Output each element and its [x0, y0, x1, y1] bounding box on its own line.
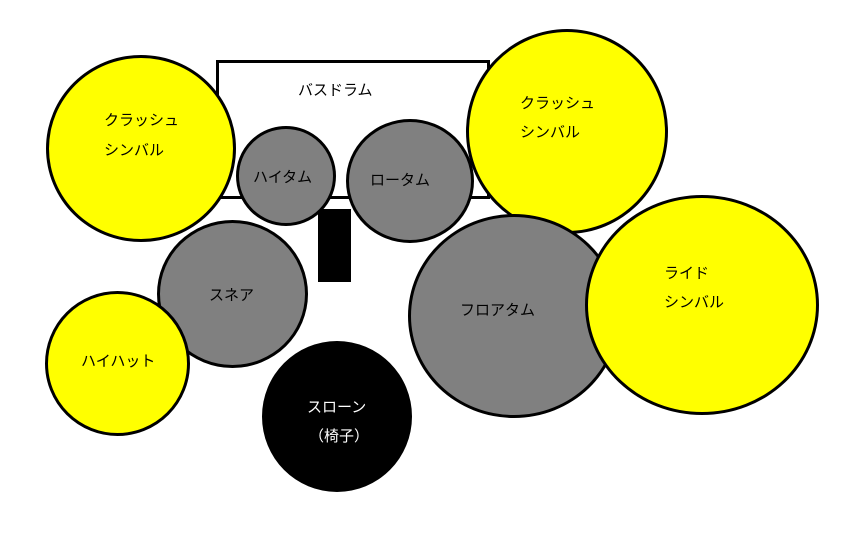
hi-tom [236, 126, 336, 226]
low-tom-label: ロータム [370, 171, 431, 189]
kick-pedal [318, 209, 351, 282]
bass-drum-label: バスドラム [298, 81, 373, 99]
snare-drum-label: スネア [209, 286, 255, 304]
ride-cymbal-label-2: シンバル [664, 293, 725, 311]
crash-cymbal-left-label-2: シンバル [104, 141, 165, 159]
drum-throne-label-1: スローン [307, 398, 367, 416]
floor-tom [408, 214, 620, 418]
crash-cymbal-right-label-2: シンバル [520, 123, 581, 141]
ride-cymbal-label-1: ライド [664, 264, 710, 282]
crash-cymbal-right-label-1: クラッシュ [520, 94, 596, 112]
hi-tom-label: ハイタム [253, 168, 313, 186]
ride-cymbal [585, 195, 819, 415]
drum-throne [262, 341, 412, 492]
floor-tom-label: フロアタム [460, 301, 536, 319]
crash-cymbal-left-label-1: クラッシュ [104, 111, 180, 129]
crash-cymbal-left [46, 55, 236, 242]
drum-throne-label-2: （椅子） [309, 427, 370, 445]
hi-hat [45, 291, 190, 436]
low-tom [346, 119, 474, 243]
crash-cymbal-right [466, 29, 668, 234]
hi-hat-label: ハイハット [81, 352, 156, 370]
